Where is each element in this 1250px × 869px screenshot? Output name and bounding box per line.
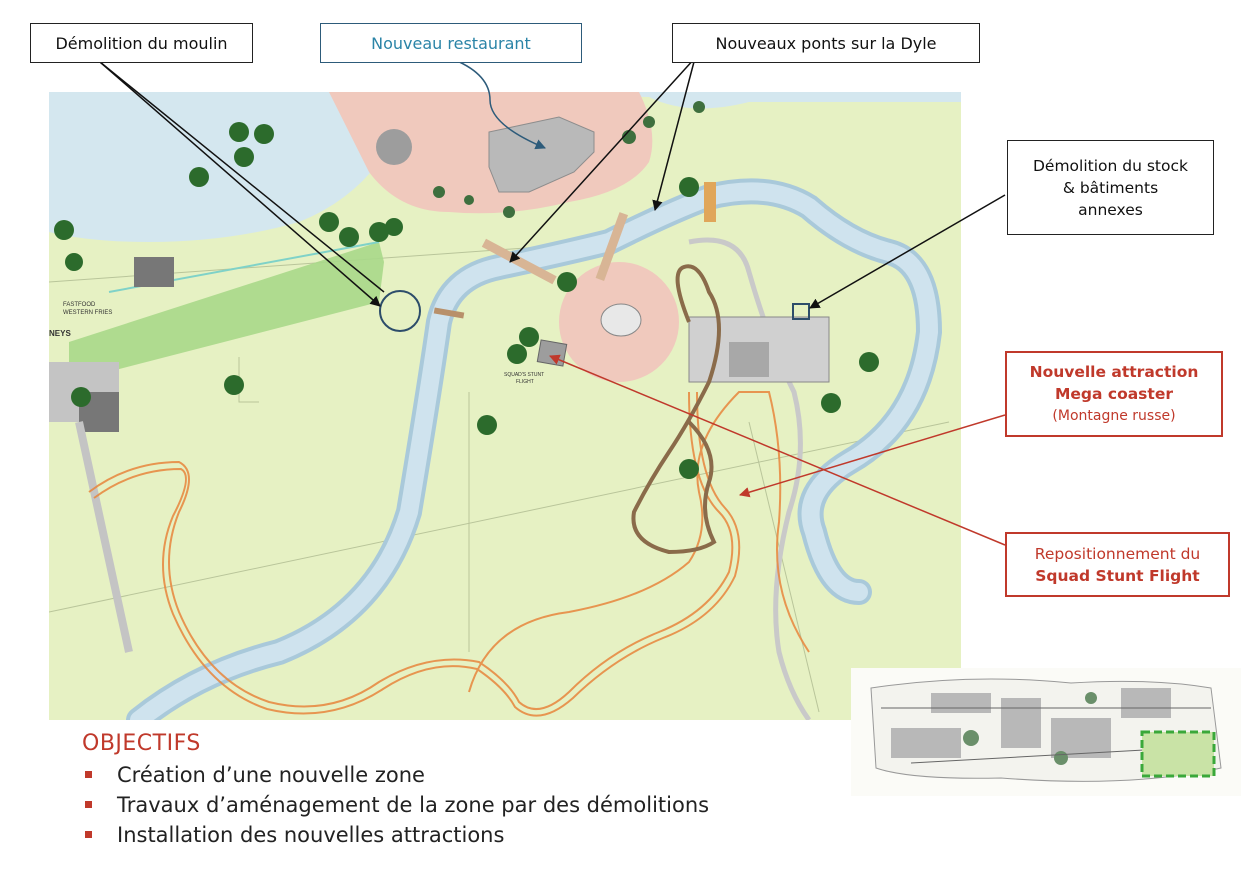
bridge-4 — [433, 307, 465, 319]
callout-stock: Démolition du stock & bâtiments annexes — [1007, 140, 1214, 235]
flight-small-label: FLIGHT — [516, 379, 534, 385]
callout-restaurant: Nouveau restaurant — [320, 23, 582, 63]
objectif-item: Installation des nouvelles attractions — [82, 820, 709, 850]
callout-moulin: Démolition du moulin — [30, 23, 253, 63]
callout-ponts-text: Nouveaux ponts sur la Dyle — [715, 33, 937, 53]
callout-coaster-line-3: (Montagne russe) — [1052, 408, 1176, 424]
map-drawing: FASTFOOD WESTERN FRIES NEYS SQUAD'S STUN… — [49, 92, 961, 720]
callout-restaurant-text: Nouveau restaurant — [371, 33, 531, 53]
minimap-drawing — [870, 678, 1222, 782]
squad-building — [536, 339, 568, 367]
objectif-item: Travaux d’aménagement de la zone par des… — [82, 790, 709, 820]
neys-label: NEYS — [49, 329, 71, 338]
squad-small-label: SQUAD'S STUNT — [504, 372, 544, 378]
callout-stock-line-2: & bâtiments — [1062, 178, 1159, 197]
western-label: WESTERN FRIES — [63, 310, 112, 316]
objectifs-section: OBJECTIFS Création d’une nouvelle zone T… — [82, 731, 709, 850]
walkway — [688, 237, 812, 720]
callout-squad: Repositionnement du Squad Stunt Flight — [1005, 532, 1230, 597]
mega-coaster-track — [88, 391, 810, 717]
bridge-3 — [704, 182, 716, 222]
callout-squad-line-1: Repositionnement du — [1034, 544, 1201, 563]
objectif-item: Création d’une nouvelle zone — [82, 760, 709, 790]
callout-coaster: Nouvelle attraction Mega coaster (Montag… — [1005, 351, 1223, 437]
callout-stock-line-1: Démolition du stock — [1032, 156, 1188, 175]
green-strip — [69, 242, 384, 382]
objectifs-list: Création d’une nouvelle zone Travaux d’a… — [82, 760, 709, 850]
mill-circle — [376, 129, 412, 165]
fastfood-label: FASTFOOD — [63, 302, 96, 308]
callout-coaster-line-2: Mega coaster — [1055, 385, 1173, 403]
minimap-highlight — [1140, 730, 1216, 778]
callout-moulin-text: Démolition du moulin — [55, 33, 228, 53]
lake-top — [479, 92, 961, 109]
callout-ponts: Nouveaux ponts sur la Dyle — [672, 23, 980, 63]
objectifs-title: OBJECTIFS — [82, 731, 201, 756]
callout-coaster-line-1: Nouvelle attraction — [1029, 363, 1199, 381]
overview-minimap — [851, 668, 1241, 796]
callout-stock-line-3: annexes — [1078, 200, 1143, 219]
callout-squad-line-2: Squad Stunt Flight — [1035, 566, 1200, 585]
park-map: FASTFOOD WESTERN FRIES NEYS SQUAD'S STUN… — [49, 92, 961, 720]
